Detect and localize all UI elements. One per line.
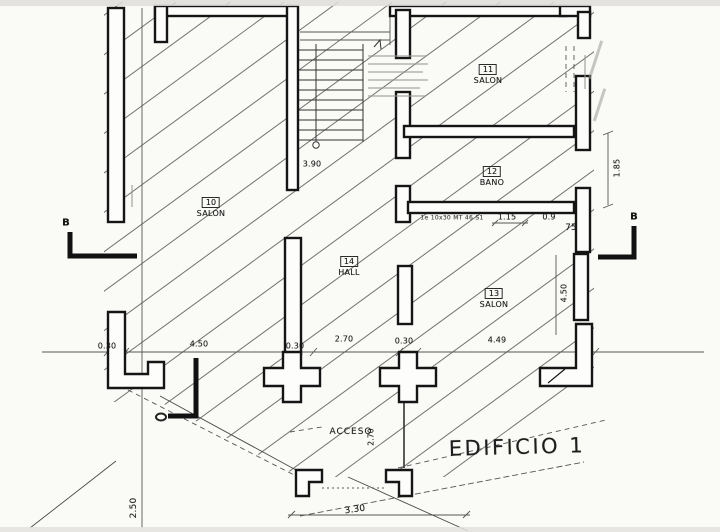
- section-marker-left-line: [67, 232, 137, 259]
- dim-wall-code: 75: [565, 223, 577, 233]
- walls: [106, 4, 594, 498]
- dim-left-height: 2.50: [129, 497, 139, 519]
- staircase: [298, 38, 382, 149]
- room-label-13: 13 SALON: [480, 283, 509, 309]
- room-number: 11: [478, 64, 498, 75]
- section-marker-left: B: [62, 217, 70, 229]
- section-marker-right: B: [630, 211, 638, 223]
- room-name: HALL: [338, 268, 360, 277]
- room-label-11: 11 SALON: [474, 59, 503, 85]
- porch-hook: [155, 412, 167, 422]
- room-name: SALON: [479, 300, 509, 309]
- dim-bath-side: 0.9: [542, 212, 556, 222]
- dim-salon13-side: 4.50: [559, 283, 569, 303]
- illegible-notes: [131, 40, 607, 207]
- dim-bottom-6: 4.49: [487, 335, 507, 345]
- dim-stair-run: 3.90: [302, 159, 322, 169]
- room-label-14: 14 HALL: [338, 251, 360, 277]
- room-name: SALON: [196, 209, 226, 218]
- dim-bath-door: 1.15: [497, 212, 517, 222]
- room-number: 14: [339, 256, 359, 267]
- room-number: 10: [201, 197, 221, 208]
- heavy-walls: [67, 226, 637, 419]
- scan-edge-top: [0, 0, 720, 6]
- room-number: 13: [484, 288, 504, 299]
- dim-bottom-1: 0.30: [97, 341, 117, 351]
- room-name: SALON: [473, 76, 503, 85]
- dim-right-height: 1.85: [612, 158, 622, 178]
- room-label-12: 12 BANO: [480, 161, 504, 187]
- dashed-guides: [127, 46, 607, 517]
- room-name: BANO: [479, 178, 505, 187]
- dim-bottom-4: 2.70: [334, 334, 354, 344]
- scan-edge-bottom: [0, 527, 720, 532]
- dim-bottom-2: 4.50: [189, 339, 209, 349]
- building-title: EDIFICIO 1: [448, 433, 586, 461]
- diagonal-guides: [29, 395, 469, 532]
- section-marker-right-line: [598, 226, 637, 260]
- room-label-10: 10 SALON: [197, 192, 226, 218]
- room-number: 12: [482, 166, 502, 177]
- dim-bottom-5: 0.30: [394, 336, 414, 346]
- wall-note: 1e 10x30 MT 46 S1: [420, 214, 484, 222]
- dim-bottom-3: 0.30: [285, 341, 305, 351]
- entrance-label: ACCESO: [329, 427, 373, 437]
